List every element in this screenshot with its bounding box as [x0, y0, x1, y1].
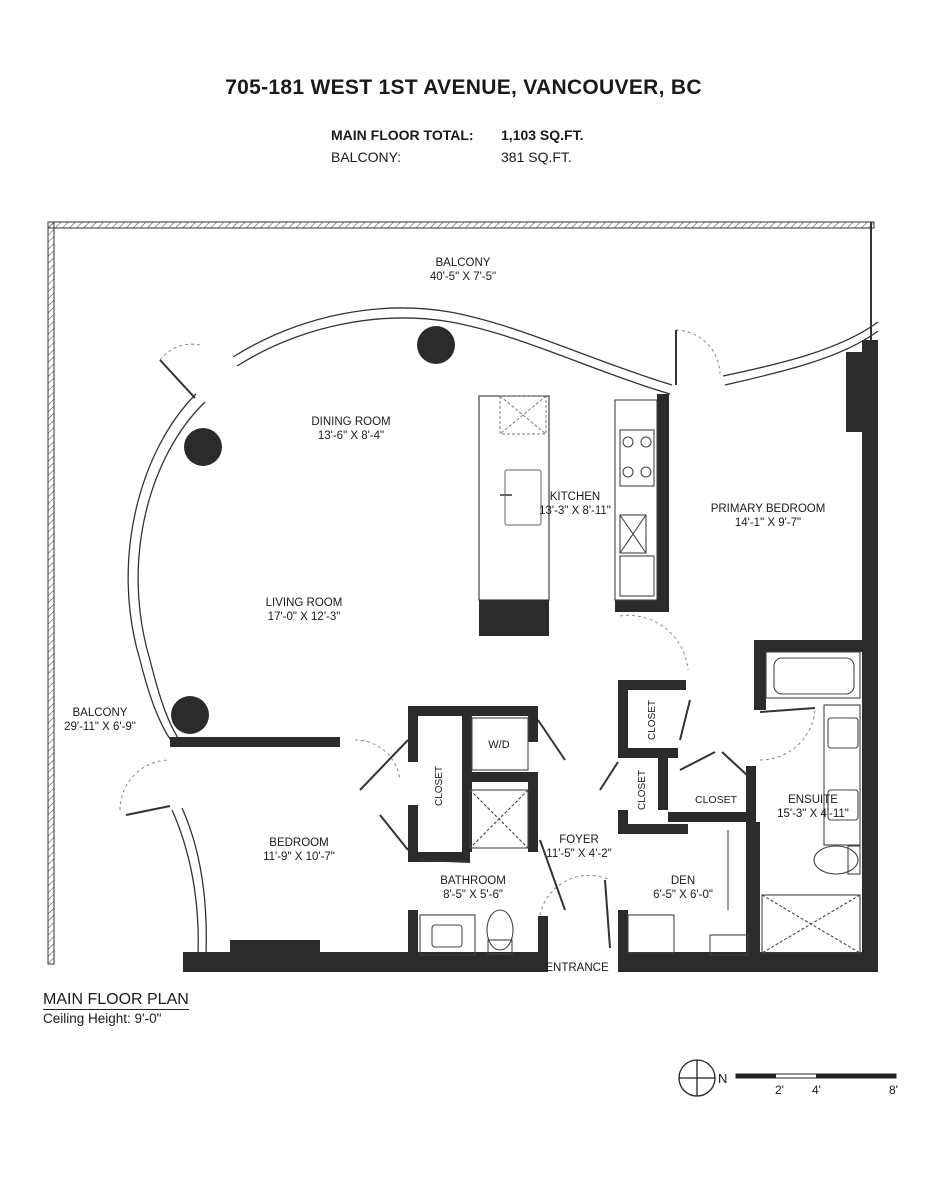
room-name-dining: DINING ROOM	[311, 416, 390, 428]
bathroom-fixtures	[419, 717, 529, 956]
listing-address-title: 705-181 WEST 1ST AVENUE, VANCOUVER, BC	[225, 76, 702, 99]
room-dims-primary-bedroom: 14'-1" X 9'-7"	[735, 517, 801, 529]
den-furniture	[627, 830, 749, 956]
room-name-balcony-top: BALCONY	[436, 257, 491, 269]
room-name-living: LIVING ROOM	[266, 597, 343, 609]
room-name-primary-bedroom: PRIMARY BEDROOM	[711, 503, 826, 515]
room-dims-ensuite: 15'-3" X 4'-11"	[777, 808, 849, 820]
north-arrow-icon: N	[678, 1059, 727, 1097]
walls	[170, 340, 878, 972]
structural-columns	[171, 326, 455, 734]
room-name-foyer: FOYER	[559, 834, 599, 846]
room-name-closet-bedroom: CLOSET	[434, 766, 445, 806]
plan-title: MAIN FLOOR PLAN	[43, 990, 189, 1010]
curved-window-wall-top	[232, 307, 879, 395]
entrance-label: ENTRANCE	[545, 962, 609, 974]
kitchen-counter	[614, 399, 658, 601]
room-dims-balcony-side: 29'-11" X 6'-9"	[64, 721, 136, 733]
room-dims-balcony-top: 40'-5" X 7'-5"	[430, 271, 496, 283]
room-name-closet-foyer: CLOSET	[647, 700, 658, 740]
room-name-balcony-side: BALCONY	[73, 707, 128, 719]
room-labels: BALCONY 40'-5" X 7'-5" DINING ROOM 13'-6…	[64, 257, 849, 974]
room-name-ensuite: ENSUITE	[788, 794, 838, 806]
room-name-den: DEN	[671, 875, 695, 887]
scale-tick-2: 2'	[775, 1083, 784, 1097]
room-dims-living: 17'-0" X 12'-3"	[268, 611, 341, 623]
room-name-closet-small: CLOSET	[637, 770, 648, 810]
ensuite-fixtures	[761, 651, 861, 954]
door-swings	[119, 329, 816, 916]
room-name-bedroom: BEDROOM	[269, 837, 328, 849]
ceiling-height: Ceiling Height: 9'-0"	[43, 1011, 162, 1026]
room-dims-den: 6'-5" X 6'-0"	[653, 889, 713, 901]
room-name-bathroom: BATHROOM	[440, 875, 506, 887]
room-name-kitchen: KITCHEN	[550, 491, 600, 503]
scale-tick-4: 4'	[812, 1083, 821, 1097]
main-floor-value: 1,103 SQ.FT.	[501, 127, 584, 143]
door-leaves	[125, 330, 816, 949]
plan-title-text: MAIN FLOOR PLAN	[43, 991, 189, 1010]
main-floor-label: MAIN FLOOR TOTAL:	[331, 127, 474, 143]
room-dims-bedroom: 11'-9" X 10'-7"	[263, 851, 335, 863]
curved-window-wall-left	[127, 393, 207, 956]
room-dims-kitchen: 13'-3" X 8'-11"	[539, 505, 611, 517]
north-label: N	[718, 1071, 727, 1086]
room-dims-foyer: 11'-5" X 4'-2"	[546, 848, 611, 860]
room-name-closet-primary: CLOSET	[695, 794, 738, 806]
scale-bar: 2' 4' 8'	[735, 1073, 898, 1097]
balcony-area-label: BALCONY:	[331, 149, 402, 165]
balcony-railing	[47, 221, 875, 965]
kitchen-island	[478, 395, 550, 636]
balcony-area-value: 381 SQ.FT.	[501, 149, 572, 165]
room-dims-bathroom: 8'-5" X 5'-6"	[443, 889, 503, 901]
room-dims-dining: 13'-6" X 8'-4"	[318, 430, 384, 442]
room-name-wd: W/D	[488, 739, 509, 751]
scale-tick-8: 8'	[889, 1083, 898, 1097]
